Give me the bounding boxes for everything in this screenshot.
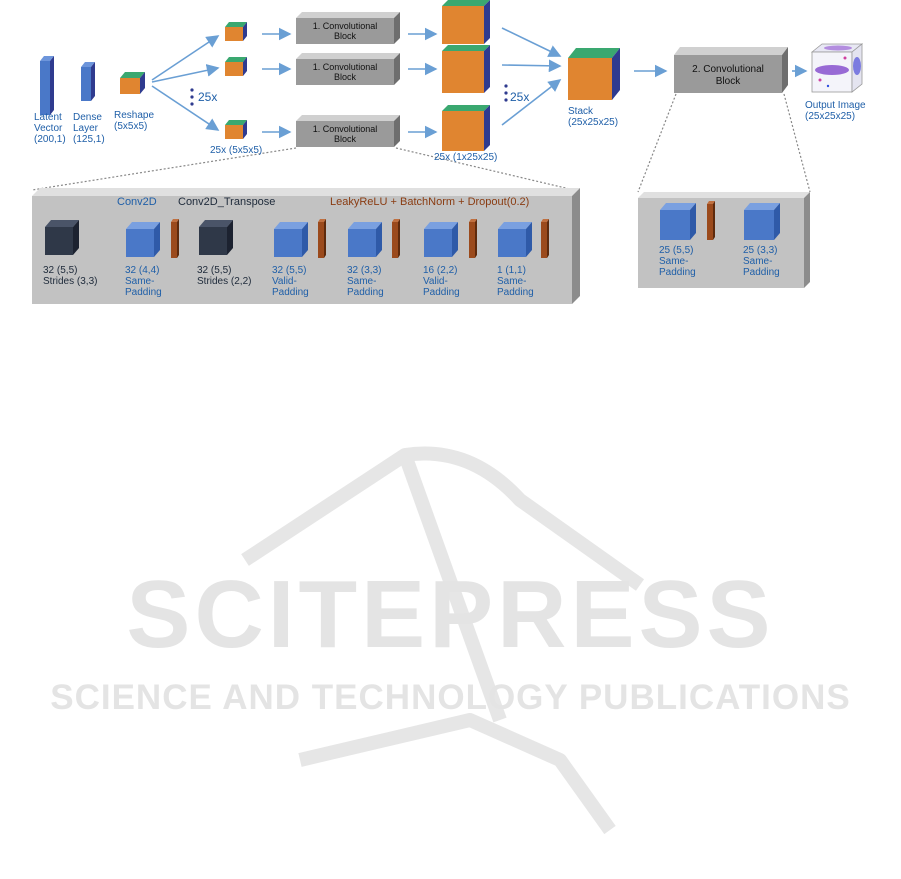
conv2d-transpose-cube-icon — [199, 220, 233, 255]
activation-bar-icon — [318, 219, 326, 258]
small-cube-icon — [225, 22, 247, 41]
layer-label: 32 (4,4) Same- Padding — [125, 265, 162, 298]
reshape-cube-icon — [120, 72, 145, 94]
conv2d-transpose-cube-icon — [45, 220, 79, 255]
conv-block-1-shape — [296, 53, 400, 85]
layer-label: 16 (2,2) Valid- Padding — [423, 265, 460, 298]
layer-label: 25 (3,3) Same- Padding — [743, 245, 780, 278]
conv2d-cube-icon — [424, 222, 458, 257]
conv2d-cube-icon — [126, 222, 160, 257]
dense-layer-label: Dense Layer (125,1) — [73, 112, 105, 145]
large-cubes-label: 25x (1x25x25) — [434, 152, 498, 163]
large-cube-icon — [442, 45, 490, 93]
conv-block-1-shape — [296, 115, 400, 147]
conv-block-1-label: 1. Convolutional Block — [312, 62, 378, 83]
layer-label: 32 (5,5) Valid- Padding — [272, 265, 309, 298]
layer-label: 32 (3,3) Same- Padding — [347, 265, 384, 298]
layer-label: 25 (5,5) Same- Padding — [659, 245, 696, 278]
stack-cube-icon — [568, 48, 620, 100]
dots-left-icon — [190, 88, 194, 92]
conv2d-cube-icon — [274, 222, 308, 257]
dots-left-count: 25x — [198, 90, 218, 104]
activation-bar-icon — [469, 219, 477, 258]
conv-block-1-shape — [296, 12, 400, 44]
output-image-label: Output Image (25x25x25) — [805, 100, 866, 122]
conv-block-1-label: 1. Convolutional Block — [312, 124, 378, 145]
watermark-subtitle: SCIENCE AND TECHNOLOGY PUBLICATIONS — [50, 678, 851, 717]
activation-bar-icon — [392, 219, 400, 258]
layer-label: 1 (1,1) Same- Padding — [497, 265, 534, 298]
conv2d-cube-icon — [660, 203, 696, 240]
stack-label: Stack (25x25x25) — [568, 106, 619, 128]
small-cube-icon — [225, 120, 247, 139]
conv-block-2-label: 2. Convolutional Block — [692, 64, 764, 87]
legend-activation: LeakyReLU + BatchNorm + Dropout(0.2) — [330, 196, 530, 208]
dots-right-count: 25x — [510, 90, 530, 104]
activation-bar-icon — [171, 219, 179, 258]
conv-block-2-shape — [674, 47, 788, 93]
layer-label: 32 (5,5) Strides (2,2) — [197, 265, 252, 287]
dots-right-icon — [504, 84, 508, 88]
layer-label: 32 (5,5) Strides (3,3) — [43, 265, 98, 287]
watermark-title: SCITEPRESS — [126, 561, 775, 668]
conv2d-cube-icon — [498, 222, 532, 257]
small-cubes-label: 25x (5x5x5) — [210, 145, 263, 156]
conv2d-cube-icon — [348, 222, 382, 257]
latent-vector-bar-icon — [40, 56, 54, 115]
legend-conv2d: Conv2D — [117, 196, 157, 208]
small-cube-icon — [225, 57, 247, 76]
conv2d-cube-icon — [744, 203, 780, 240]
legend-conv2d-transpose: Conv2D_Transpose — [178, 196, 276, 208]
activation-bar-icon — [707, 201, 715, 240]
activation-bar-icon — [541, 219, 549, 258]
dense-layer-bar-icon — [81, 62, 95, 101]
reshape-label: Reshape (5x5x5) — [114, 110, 155, 132]
latent-vector-label: Latent Vector (200,1) — [34, 112, 66, 145]
output-image-cube-icon — [810, 43, 864, 93]
large-cube-icon — [442, 0, 490, 44]
conv-block-1-label: 1. Convolutional Block — [312, 21, 378, 42]
large-cube-icon — [442, 105, 490, 151]
